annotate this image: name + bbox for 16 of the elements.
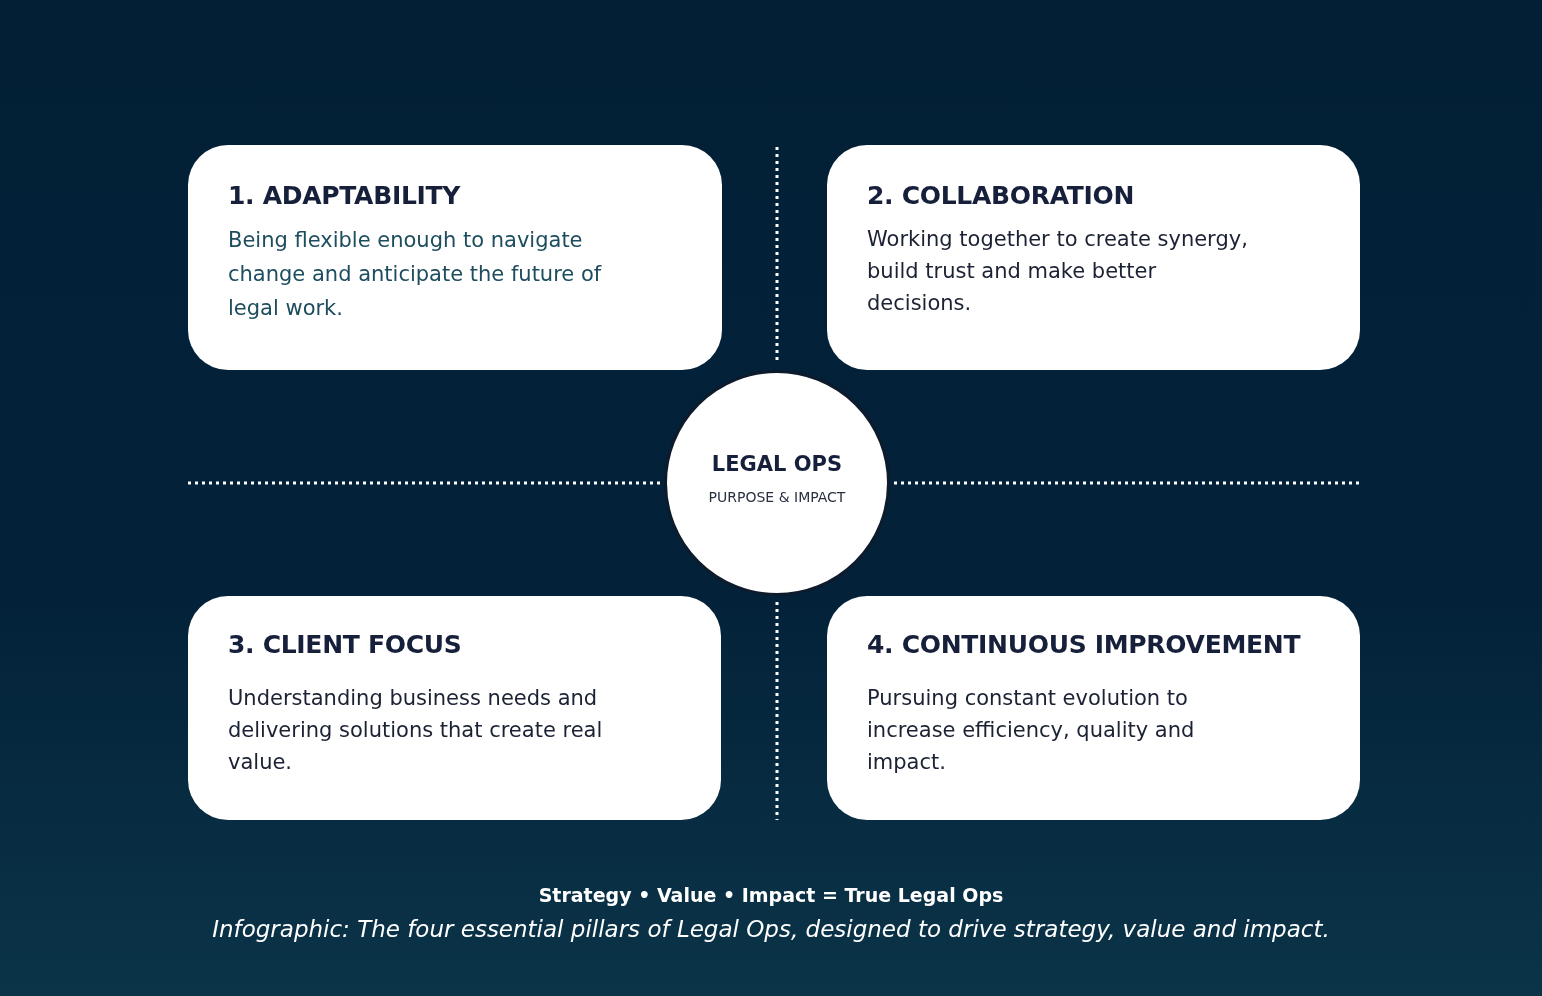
pillar-card bbox=[827, 596, 1360, 820]
card-heading: 2. COLLABORATION bbox=[867, 181, 1135, 210]
pillar-card bbox=[827, 145, 1360, 370]
circle-title: LEGAL OPS bbox=[710, 452, 844, 476]
tagline: Strategy • Value • Impact = True Legal Ops bbox=[538, 884, 1004, 906]
card-description: Working together to create synergy, build trust and make better decisions. bbox=[867, 226, 1249, 317]
pillar-card bbox=[188, 145, 722, 370]
card-description: Understanding business needs and delivering solutions that create real value. bbox=[228, 685, 604, 776]
caption: Infographic: The four essential pillars of Legal Ops, designed to drive strategy, value and impact. bbox=[212, 916, 1330, 942]
card-heading: 3. CLIENT FOCUS bbox=[228, 630, 462, 659]
circle-subtitle: PURPOSE & IMPACT bbox=[707, 489, 847, 505]
pillar-card bbox=[188, 596, 721, 820]
card-description: Pursuing constant evolution to increase efficiency, quality and impact. bbox=[867, 685, 1196, 776]
card-heading: 1. ADAPTABILITY bbox=[228, 181, 461, 210]
card-heading: 4. CONTINUOUS IMPROVEMENT bbox=[867, 630, 1301, 659]
card-description: Being flexible enough to navigate change and anticipate the future of legal work. bbox=[228, 227, 603, 322]
